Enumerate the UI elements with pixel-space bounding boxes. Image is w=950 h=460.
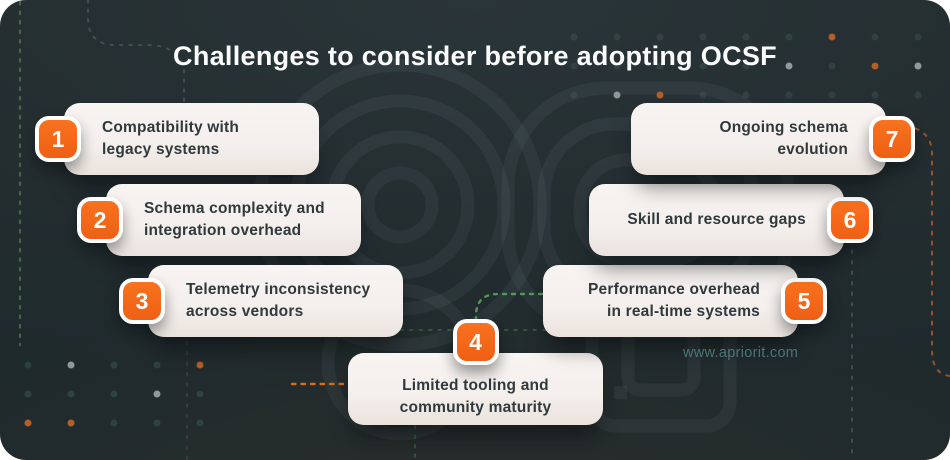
decor-dot [699,91,707,99]
challenge-4-label: Limited tooling and community maturity [399,377,552,416]
challenge-card-7: 7 Ongoing schema evolution [631,103,915,175]
decor-dot [656,33,664,41]
challenge-card-5: 5 Performance overhead in real-time syst… [543,265,827,337]
challenge-card-1: 1 Compatibility with legacy systems [35,103,319,175]
challenge-1-number-badge: 1 [35,116,81,162]
decor-dot [871,91,879,99]
decor-dot [613,91,621,99]
challenge-5-number-badge: 5 [781,278,827,324]
challenge-card-3: 3 Telemetry inconsistency across vendors [119,265,403,337]
decor-dot [67,419,75,427]
decor-dot [828,33,836,41]
challenge-card-2: 2 Schema complexity and integration over… [77,184,361,256]
challenge-7-number-badge: 7 [869,116,915,162]
badge-number: 7 [885,125,899,152]
decor-dot [67,390,75,398]
decor-dot [24,390,32,398]
decor-dot [570,33,578,41]
decor-dot [914,33,922,41]
watermark-url: www.apriorit.com [683,345,799,361]
decor-dot [110,419,118,427]
page-title: Challenges to consider before adopting O… [173,41,777,71]
badge-number: 2 [93,206,107,233]
challenge-3-label: Telemetry inconsistency across vendors [186,281,371,320]
challenge-4-number-badge: 4 [452,319,499,365]
challenge-6-label: Skill and resource gaps [627,211,806,228]
challenge-2-number-badge: 2 [77,197,123,243]
decor-dot [196,361,204,369]
decor-dot [699,33,707,41]
decor-dot [24,419,32,427]
decor-dot [785,62,793,70]
decor-dot [742,91,750,99]
decor-dot [153,361,161,369]
decor-dot-grids [24,33,922,427]
decor-dot [196,419,204,427]
badge-number: 3 [135,287,149,314]
decor-dot [570,91,578,99]
badge-number: 6 [843,206,857,233]
decor-dot [914,62,922,70]
decor-dot [153,419,161,427]
decor-dot [656,62,664,70]
decor-dot [570,62,578,70]
challenge-3-number-badge: 3 [119,278,165,324]
decor-dot [153,390,161,398]
decor-dot [828,91,836,99]
badge-number: 4 [469,328,482,355]
decor-dot [196,390,204,398]
decor-dot [613,33,621,41]
challenge-7-label: Ongoing schema evolution [719,119,848,158]
badge-number: 5 [797,287,811,314]
challenge-1-label: Compatibility with legacy systems [102,119,240,158]
decor-dot [67,361,75,369]
decor-dot [742,33,750,41]
badge-number: 1 [51,125,65,152]
decor-dot [613,62,621,70]
decor-dot [656,91,664,99]
decor-dot [828,62,836,70]
challenge-card-4: 4 Limited tooling and community maturity [348,319,603,425]
dashed-line-orange-right [905,125,950,377]
decor-dot [914,91,922,99]
challenge-card-6: 6 Skill and resource gaps [589,184,873,256]
decor-dot [871,62,879,70]
decor-dot [24,361,32,369]
decor-dot [110,390,118,398]
decor-dot [871,33,879,41]
challenge-2-label: Schema complexity and integration overhe… [144,200,325,239]
decor-square [614,386,627,399]
decor-dot [110,361,118,369]
challenge-6-number-badge: 6 [827,197,873,243]
decor-dot [742,62,750,70]
decor-dot [785,91,793,99]
decor-dot [699,62,707,70]
dashed-line-to-badge-4 [474,292,562,334]
challenge-5-label: Performance overhead in real-time system… [588,281,760,320]
dashed-line-topleft-curve [87,0,185,103]
decor-dot [785,33,793,41]
